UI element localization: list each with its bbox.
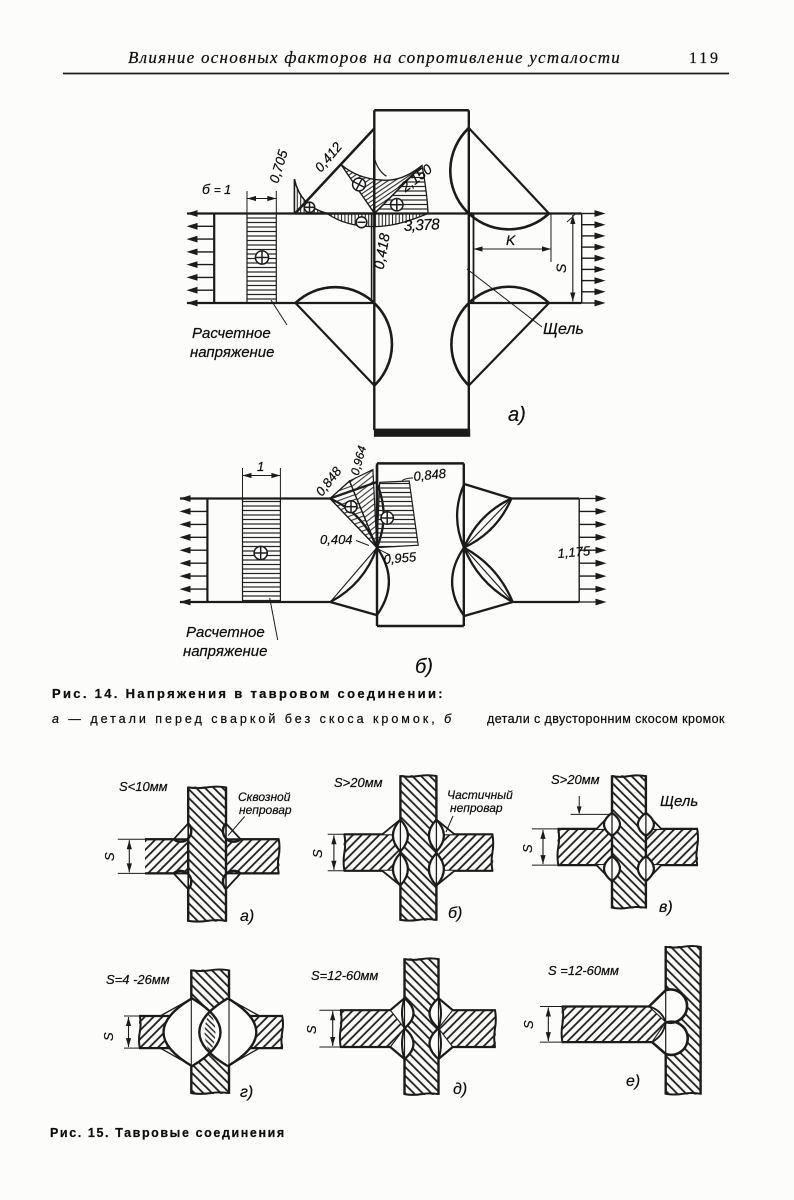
svg-text:е): е) (626, 1073, 640, 1090)
svg-text:Расчетное: Расчетное (186, 624, 265, 641)
svg-text:Сквозной: Сквозной (238, 790, 291, 804)
svg-text:а): а) (508, 404, 526, 426)
svg-text:0,404: 0,404 (320, 532, 353, 547)
svg-text:3,378: 3,378 (403, 216, 440, 235)
svg-text:0,412: 0,412 (312, 139, 346, 175)
svg-text:а): а) (240, 908, 254, 925)
svg-text:S=4 -26мм: S=4 -26мм (106, 972, 170, 987)
svg-text:детали с двусторонним скосом к: детали с двусторонним скосом кромок (487, 712, 725, 726)
svg-text:S>20мм: S>20мм (551, 772, 600, 787)
svg-text:S=12-60мм: S=12-60мм (311, 968, 378, 983)
svg-text:=: = (214, 183, 221, 197)
svg-text:Частичный: Частичный (447, 788, 513, 802)
svg-text:непровар: непровар (239, 803, 292, 817)
svg-text:1: 1 (257, 459, 264, 474)
svg-text:S: S (521, 1020, 536, 1029)
svg-text:S: S (310, 849, 325, 858)
svg-text:0,964: 0,964 (348, 444, 369, 477)
svg-text:S: S (520, 844, 535, 853)
svg-text:S<10мм: S<10мм (119, 779, 168, 794)
svg-text:д): д) (453, 1081, 467, 1098)
svg-text:S: S (553, 263, 569, 273)
svg-text:1,175: 1,175 (557, 543, 591, 561)
svg-text:напряжение: напряжение (190, 344, 274, 361)
svg-text:S =12-60мм: S =12-60мм (548, 963, 619, 978)
svg-text:119: 119 (689, 50, 718, 67)
svg-text:Рис. 14. Напряжения в тавровом: Рис. 14. Напряжения в тавровом соединени… (52, 686, 443, 701)
svg-text:0,848: 0,848 (413, 466, 448, 484)
svg-text:0,418: 0,418 (372, 232, 394, 271)
svg-text:а — детали перед сваркой без с: а — детали перед сваркой без скоса кромо… (52, 712, 452, 726)
svg-text:б: б (202, 181, 211, 197)
svg-text:б): б) (448, 905, 462, 922)
svg-text:Щель: Щель (660, 793, 698, 810)
svg-text:в): в) (659, 899, 673, 916)
svg-text:Щель: Щель (543, 321, 584, 338)
svg-text:0,705: 0,705 (267, 148, 291, 185)
svg-text:K: K (506, 232, 516, 248)
svg-text:S: S (102, 852, 117, 861)
svg-text:Расчетное: Расчетное (192, 325, 271, 342)
svg-text:S: S (304, 1025, 319, 1034)
svg-text:б): б) (415, 656, 433, 678)
svg-text:напряжение: напряжение (183, 643, 267, 660)
svg-text:непровар: непровар (450, 801, 503, 815)
svg-text:г): г) (240, 1084, 253, 1101)
svg-text:0,955: 0,955 (383, 549, 417, 567)
svg-text:Влияние основных факторов на с: Влияние основных факторов на сопротивлен… (128, 48, 620, 67)
svg-text:Рис. 15. Тавровые соединения: Рис. 15. Тавровые соединения (50, 1126, 285, 1140)
svg-text:S>20мм: S>20мм (334, 775, 383, 790)
svg-text:S: S (101, 1032, 116, 1041)
svg-text:1: 1 (224, 182, 231, 197)
